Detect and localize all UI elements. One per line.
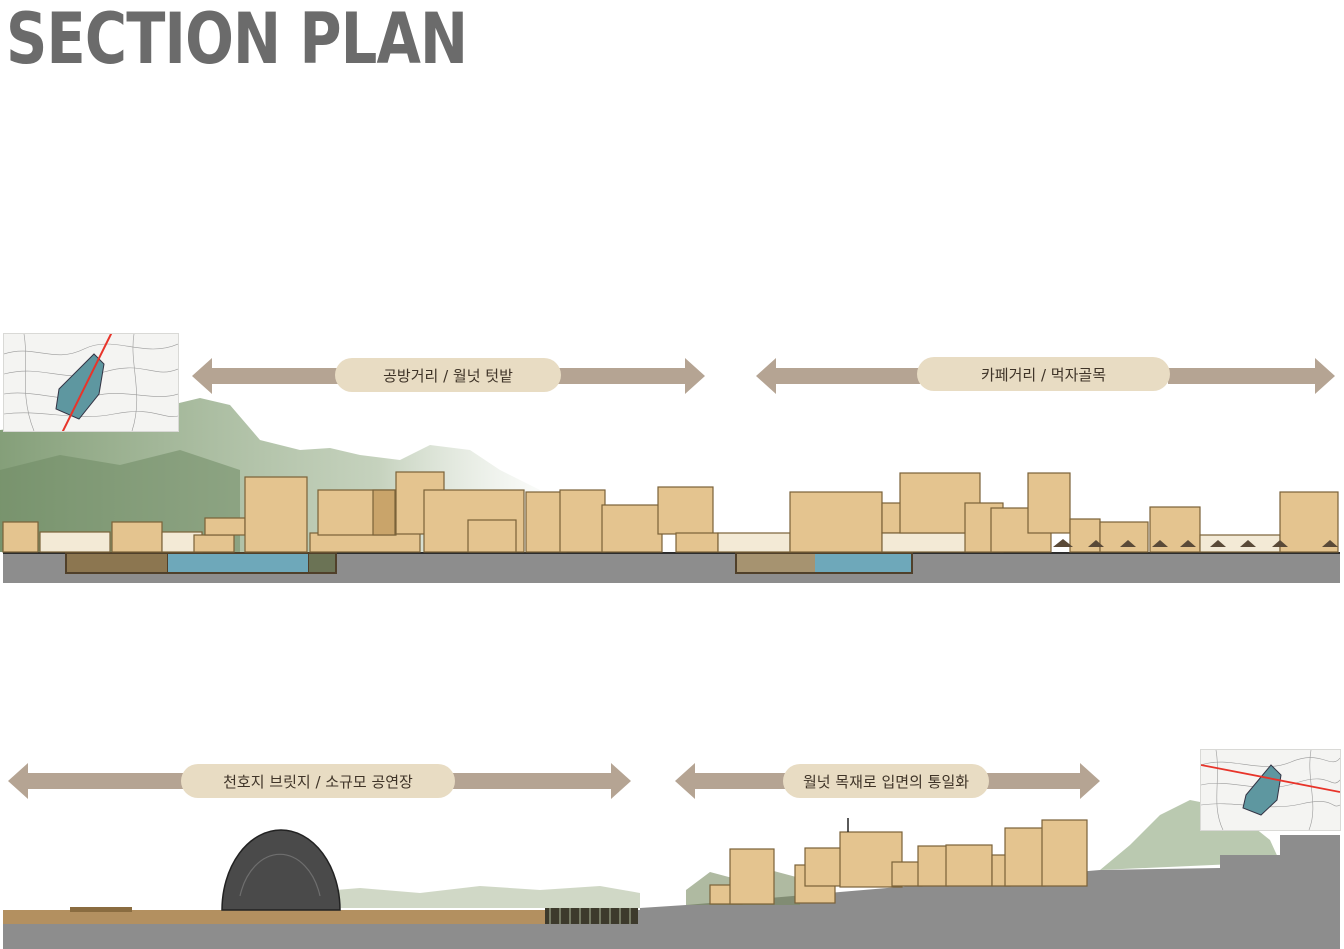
page-title: SECTION PLAN: [6, 0, 468, 80]
zone-label-walnut-facade: 월넛 목재로 입면의 통일화: [783, 764, 989, 798]
site-location-map-icon: [1200, 749, 1341, 831]
double-arrow-icon: [192, 358, 705, 394]
performance-dome: [221, 829, 341, 911]
buildings-cluster-right: [717, 472, 1339, 553]
zone-label-cafe-street: 카페거리 / 먹자골목: [917, 357, 1170, 391]
buildings-hillside: [709, 819, 1088, 905]
site-location-map-icon: [3, 333, 179, 432]
zone-label-workshop-street: 공방거리 / 월넛 텃밭: [335, 358, 561, 392]
buildings-cluster-left: [2, 471, 719, 553]
section-1-drawing: [0, 358, 1340, 583]
ground-section-2: [3, 835, 1340, 949]
bridge-deck: [3, 910, 545, 924]
small-pavilions: [1053, 539, 1338, 547]
double-arrow-icon: [756, 358, 1335, 394]
zone-label-bridge-stage: 천호지 브릿지 / 소규모 공연장: [181, 764, 455, 798]
